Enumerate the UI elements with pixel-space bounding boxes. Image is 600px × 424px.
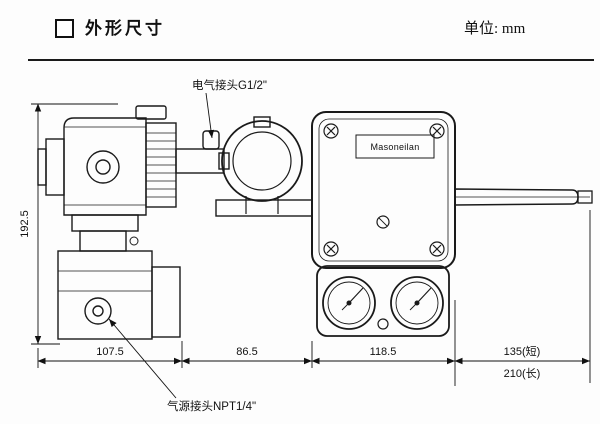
vent-port <box>377 318 389 330</box>
front-view <box>311 111 456 337</box>
mounting-base <box>215 199 313 217</box>
dim-width-yoke: 86.5 <box>236 346 257 358</box>
corner-screws <box>323 123 445 257</box>
title-square-icon <box>55 19 74 38</box>
side-knob <box>86 150 120 184</box>
air-supply-port <box>84 297 112 325</box>
nameplate <box>355 134 435 159</box>
lever-end-fitting <box>577 190 593 204</box>
annotation-electrical: 电气接头G1/2" <box>192 78 267 92</box>
clamp-arm <box>175 148 225 174</box>
side-right-plate <box>151 266 181 338</box>
side-neck <box>71 214 139 232</box>
zero-adjust-screw <box>376 215 390 229</box>
side-top-tab <box>135 105 167 120</box>
leader-electrical <box>205 92 215 139</box>
unit-label: 单位: mm <box>464 21 526 37</box>
dim-lever-long: 210(长) <box>504 367 541 380</box>
leader-air-supply <box>108 318 177 399</box>
gauge-panel <box>316 265 450 337</box>
dim-width-side: 107.5 <box>96 346 124 358</box>
gauge-right <box>390 276 444 330</box>
clamp-ring-outer <box>221 120 303 202</box>
side-main-housing <box>63 117 147 216</box>
leader-lines <box>108 92 215 399</box>
yoke-clamp <box>175 116 313 217</box>
side-view <box>37 105 181 340</box>
side-left-step <box>37 148 47 186</box>
gauge-left <box>322 276 376 330</box>
side-lower-bracket <box>57 250 153 340</box>
clamp-notch-left <box>218 152 230 170</box>
feedback-lever <box>454 188 593 206</box>
annotation-air-supply: 气源接头NPT1/4" <box>167 399 256 413</box>
dim-lever-short: 135(短) <box>504 344 541 358</box>
clamp-ring-inner <box>232 131 292 191</box>
clamp-notch-top <box>253 116 271 128</box>
brand-label: Masoneilan <box>370 142 419 152</box>
header-divider <box>28 59 594 61</box>
side-left-boss <box>45 138 65 196</box>
dim-width-body: 118.5 <box>370 346 397 358</box>
dimension-lines <box>31 103 591 386</box>
dim-height: 192.5 <box>19 210 31 238</box>
fin-lines <box>146 132 176 198</box>
page-title: 外形尺寸 <box>85 19 165 38</box>
